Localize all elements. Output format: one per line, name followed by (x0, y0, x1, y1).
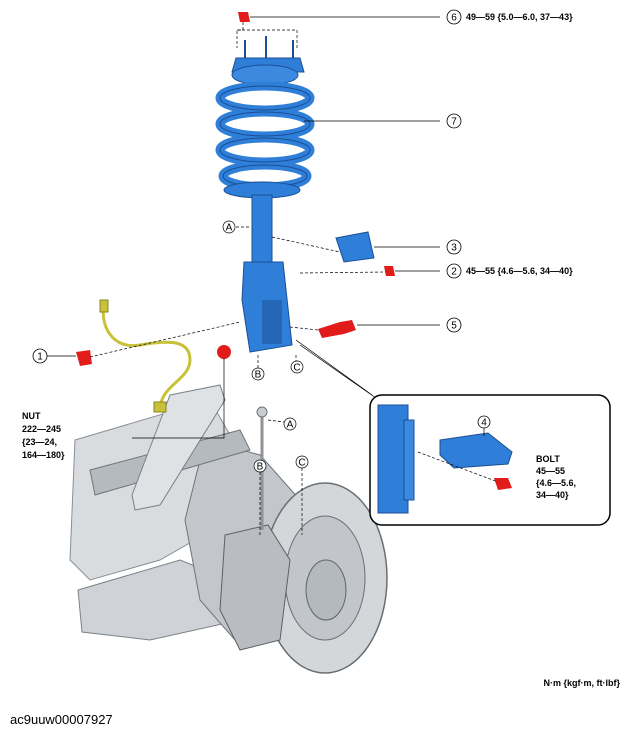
hose-bracket-part-3 (335, 231, 375, 263)
leader-lines (47, 16, 440, 439)
inset-strut-edge (403, 419, 415, 501)
stabilizer-link-ball (256, 406, 268, 418)
strut-bracket-slot (262, 300, 282, 344)
ref-a-lower: A (287, 420, 294, 431)
ref-c-upper: C (293, 363, 300, 374)
brake-hose-line (101, 304, 192, 411)
nut-torque-line3: 164—180} (22, 450, 65, 460)
units-label: N·m {kgf·m, ft·lbf} (544, 678, 621, 688)
ref-c-lower: C (298, 458, 305, 469)
ref-b-upper: B (255, 370, 262, 381)
brake-caliper (219, 524, 291, 651)
upper-mount-nut (238, 12, 250, 22)
ref-a-upper: A (226, 223, 233, 234)
nut-torque-line2: {23—24, (22, 437, 57, 447)
callout-1-number: 1 (37, 352, 43, 363)
inset-strut-section (377, 404, 409, 514)
bolt-title: BOLT (536, 454, 560, 464)
brake-hose-fitting (99, 299, 109, 313)
brake-hose-bracket (153, 401, 167, 413)
ref-b-lower: B (257, 462, 264, 473)
bracket-bolt-part-2 (384, 266, 395, 276)
callout-7: 7 (446, 113, 462, 129)
callout-6-number: 6 (451, 13, 457, 24)
reference-letters: A B C A B C (222, 220, 309, 473)
hub (305, 559, 347, 621)
callout-6-torque: 49—59 {5.0—6.0, 37—43} (466, 12, 573, 22)
hose-clip-part-1 (76, 350, 92, 366)
knuckle-nut (217, 345, 231, 359)
callout-5-number: 5 (451, 321, 457, 332)
nut-title: NUT (22, 411, 41, 421)
figure-id-caption: ac9uuw00007927 (10, 712, 113, 727)
strut-assembly (215, 36, 315, 353)
callout-7-number: 7 (451, 117, 457, 128)
bolt-torque-line2: {4.6—5.6, (536, 478, 576, 488)
callouts: 6 49—59 {5.0—6.0, 37—43} 7 3 2 45—55 {4.… (32, 9, 573, 364)
lower-knuckle-assembly (69, 384, 388, 674)
lower-strut-tube (131, 384, 226, 511)
bolt-torque-line1: 45—55 (536, 466, 565, 476)
fasteners (76, 12, 395, 366)
nut-torque-line1: 222—245 (22, 424, 61, 434)
callout-1: 1 (32, 348, 48, 364)
callout-3-number: 3 (451, 243, 457, 254)
bolt-torque-line3: 34—40} (536, 490, 569, 500)
callout-6: 6 49—59 {5.0—6.0, 37—43} (446, 9, 573, 25)
callout-5: 5 (446, 317, 462, 333)
inset-bolt (494, 478, 512, 490)
nut-note: NUT 222—245 {23—24, 164—180} (22, 411, 65, 460)
callout-2-number: 2 (451, 267, 457, 278)
callout-4-circle (477, 415, 491, 429)
brake-hose (99, 299, 192, 413)
knuckle-bolt-part-5 (318, 320, 356, 338)
callout-4-number: 4 (481, 418, 487, 429)
damper-tube (251, 194, 273, 266)
callout-2-torque: 45—55 {4.6—5.6, 34—40} (466, 266, 573, 276)
detail-inset: 4 BOLT 45—55 {4.6—5.6, 34—40} (369, 394, 611, 526)
callout-3: 3 (446, 239, 462, 255)
inset-bracket-part-4 (439, 432, 513, 469)
callout-2: 2 45—55 {4.6—5.6, 34—40} (446, 263, 573, 279)
